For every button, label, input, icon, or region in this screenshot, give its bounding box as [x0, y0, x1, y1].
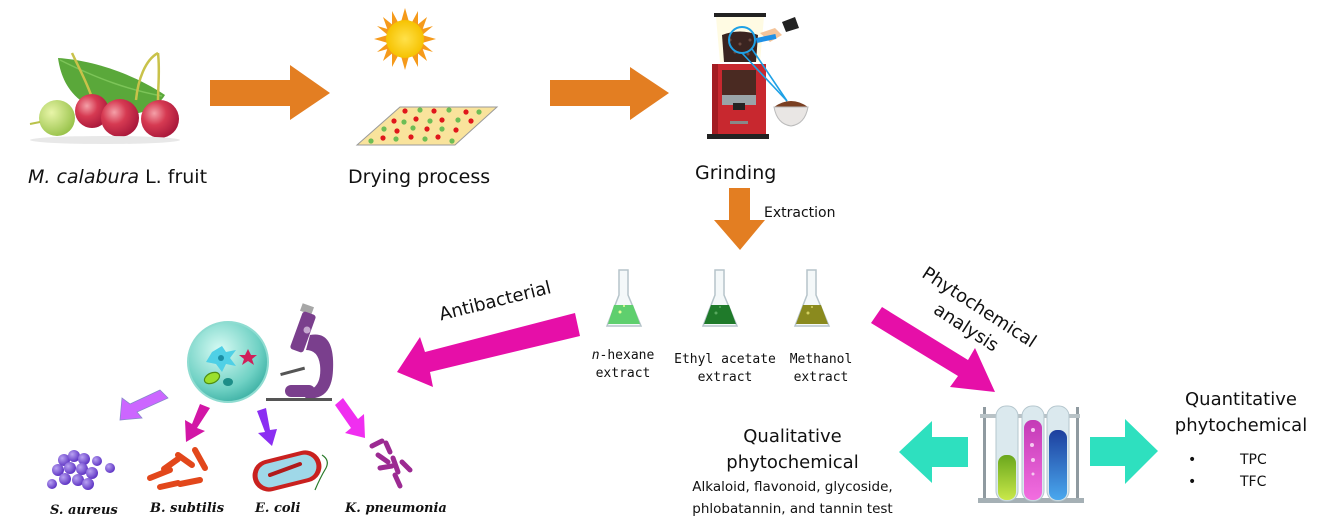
quantitative-item: • TFC	[1166, 471, 1316, 493]
quantitative-item: • TPC	[1166, 449, 1316, 471]
bullet-icon: •	[1188, 452, 1197, 468]
arrow-drying-to-grinding	[550, 67, 669, 120]
qualitative-title-line1: Qualitative	[743, 426, 842, 447]
bacteria-label-b-subtilis: B. subtilis	[150, 501, 225, 516]
extract-italic-prefix: n	[591, 348, 600, 363]
extract-label-methanol: Methanol extract	[776, 351, 866, 387]
fruit-label-species: M. calabura	[28, 166, 140, 188]
qualitative-body-line1: Alkaloid, flavonoid, glycoside,	[692, 479, 893, 495]
extraction-label: Extraction	[764, 205, 836, 221]
extract-suffix: extract	[793, 370, 849, 385]
arrow-to-qualitative	[899, 421, 968, 483]
b-subtilis-icon	[147, 447, 208, 490]
arrow-fruit-to-drying	[210, 65, 330, 120]
bullet-icon: •	[1188, 474, 1197, 490]
grinding-label: Grinding	[695, 162, 777, 184]
drying-tray-icon	[355, 106, 499, 146]
flask-methanol	[793, 269, 831, 327]
extract-label-n-hexane: n-hexane extract	[588, 347, 658, 383]
stem	[134, 51, 159, 101]
flask-icons	[605, 269, 831, 327]
flask-liquid	[608, 305, 640, 324]
qualitative-body-line2: phlobatannin, and tannin test	[692, 501, 893, 517]
berry-green	[39, 100, 75, 136]
fruit-label: M. calabura L. fruit	[28, 166, 207, 188]
quantitative-section: Quantitative phytochemical • TPC • TFC	[1166, 387, 1316, 493]
drying-label: Drying process	[348, 166, 491, 188]
stem	[156, 52, 161, 101]
arrow-to-quantitative	[1090, 419, 1158, 484]
extract-name: Methanol	[789, 352, 853, 367]
arrow-to-b-subtilis	[185, 404, 210, 442]
s-aureus-icon	[47, 450, 115, 490]
flask-ethyl-acetate	[701, 269, 739, 327]
arrow-to-k-pneumonia	[335, 398, 365, 438]
microscope-icon	[266, 303, 334, 401]
quantitative-title-line1: Quantitative	[1185, 389, 1297, 410]
petri-dish-icon	[187, 321, 269, 403]
flask-n-hexane	[605, 269, 643, 327]
k-pneumonia-icon	[369, 438, 413, 489]
flask-liquid	[704, 305, 736, 324]
extract-suffix: extract	[595, 366, 651, 381]
extract-label-ethyl-acetate: Ethyl acetate extract	[670, 351, 780, 387]
berry-red	[101, 99, 139, 137]
e-coli-icon	[252, 450, 328, 492]
qualitative-section: Qualitative phytochemical Alkaloid, flav…	[680, 424, 905, 520]
berry-red	[141, 100, 179, 138]
quantitative-item-label: TFC	[1240, 474, 1267, 490]
bacteria-label-k-pneumonia: K. pneumonia	[345, 501, 447, 516]
quantitative-title-line2: phytochemical	[1174, 415, 1308, 436]
arrow-antibacterial	[397, 313, 580, 387]
test-tubes-icon	[978, 405, 1084, 503]
arrow-phytochemical	[871, 307, 995, 392]
fruit-label-rest: L. fruit	[139, 166, 208, 188]
sun-icon	[374, 8, 436, 70]
bacteria-label-e-coli: E. coli	[255, 501, 301, 516]
arrow-to-e-coli	[257, 408, 277, 446]
extract-name: -hexane	[599, 348, 655, 363]
extract-suffix: extract	[697, 370, 753, 385]
arrow-to-s-aureus	[119, 389, 169, 421]
qualitative-title-line2: phytochemical	[726, 452, 859, 473]
bacteria-label-s-aureus: S. aureus	[50, 503, 118, 518]
extract-name: Ethyl acetate	[674, 352, 776, 367]
quantitative-item-label: TPC	[1240, 452, 1267, 468]
berry-red	[75, 94, 109, 128]
grinder-icon	[707, 13, 809, 139]
quantitative-list: • TPC • TFC	[1166, 449, 1316, 493]
flask-liquid	[796, 305, 828, 324]
arrow-grinding-to-extraction	[714, 188, 765, 250]
fruit-illustration	[29, 51, 180, 144]
